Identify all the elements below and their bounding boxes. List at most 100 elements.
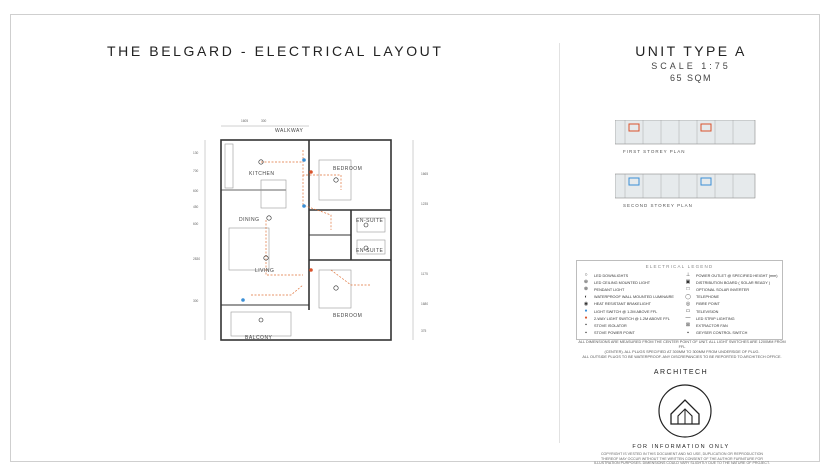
legend-label: PENDANT LIGHT [594,287,625,292]
room-dining: DINING [239,217,260,223]
legend-symbol-icon: □ [686,286,690,293]
shower-2 [356,239,386,255]
legend-item: ◐WATERPROOF WALL MOUNTED LUMINAIRE [579,294,679,301]
second-storey-label: SECOND STOREY PLAN [623,203,693,208]
downlight-icon [258,159,264,165]
notes: ALL DIMENSIONS ARE MEASURED FROM THE CEN… [576,340,788,360]
page-title: THE BELGARD - ELECTRICAL LAYOUT [107,43,444,59]
dim-left: 700 [193,169,199,173]
legend-symbol-icon: ▪ [585,322,587,329]
legend-label: LED DOWNLIGHTS [594,273,629,278]
bed-2 [318,269,352,309]
legend-label: HEAT RESISTANT BRAKELIGHT [594,302,651,307]
architech-logo-icon [658,384,712,438]
wall-luminaire-icon [258,317,264,323]
dim-left: 130 [193,151,199,155]
dining-table [260,179,287,209]
two-way-switch-icon [309,170,313,174]
downlight-icon [363,245,369,251]
circuit-line [251,284,304,296]
room-balcony: BALCONY [245,335,273,341]
ceiling-light-icon [333,285,339,291]
dim-left: 450 [193,205,199,209]
sofa [228,227,270,271]
dim-top: 1605 [241,119,248,123]
legend-item: ◯ TELEPHONE [681,294,781,301]
legend-symbol-icon: ▪ [585,329,587,336]
legend-symbol-icon: ⊠ [685,322,691,329]
note-line: (CENTER). ALL PLUGS SPECIFIED AT 300MM T… [604,350,760,354]
legend-label: LED CEILING MOUNTED LIGHT [594,280,651,285]
legend-symbol-icon: ◎ [685,300,691,307]
highlight-unit [628,123,640,132]
legend-label: TELEPHONE [696,295,719,300]
legend-item: ⊠EXTRACTOR FAN [681,322,781,329]
legend-symbol-icon: ⊕ [583,279,589,286]
legend-symbol-icon: — [685,315,691,322]
legend-item: ▪GEYSER CONTROL SWITCH [681,330,781,337]
legend-label: STOVE ISOLATOR [594,323,627,328]
legend-item: ◎ FIBRE POINT [681,301,781,308]
legend-symbol-icon: ◐ [584,293,588,300]
legend-symbol-icon: ▪ [687,329,689,336]
dim-left: 2830 [193,257,200,261]
balcony-furniture [230,311,292,337]
legend-symbol-icon: ◯ [685,293,691,300]
highlight-unit [700,123,712,132]
legend-symbol-icon: ⊥ [685,272,691,279]
legend-item: ⊥ POWER OUTLET @ SPECIFIED HEIGHT (mm) [681,272,781,279]
dim-left: 600 [193,222,199,226]
legend-symbol-icon: ● [584,315,588,322]
circuit-line [302,150,342,190]
scale-label: SCALE 1:75 [651,61,731,71]
legend-label: STOVE POWER POINT [594,331,635,336]
downlight-icon [266,215,272,221]
legend-column-left: ○LED DOWNLIGHTS⊕LED CEILING MOUNTED LIGH… [579,272,679,337]
legend-item: □ OPTIONAL SOLAR INVERTER [681,286,781,293]
legend-label: POWER OUTLET @ SPECIFIED HEIGHT (mm) [696,273,778,278]
legend-item: ●LIGHT SWITCH @ 1.2M ABOVE FFL [579,308,679,315]
note-line: ALL DIMENSIONS ARE MEASURED FROM THE CEN… [578,340,786,349]
bed-1 [318,159,352,201]
drawing-sheet: THE BELGARD - ELECTRICAL LAYOUT UNIT TYP… [10,14,820,465]
brand-name: ARCHITECH [653,369,709,376]
legend-label: TELEVISION [696,309,719,314]
first-storey-label: FIRST STOREY PLAN [623,149,686,154]
legend-label: FIBRE POINT [696,302,720,307]
circuit-line [330,269,371,286]
legend-title: ELECTRICAL LEGEND [645,264,714,269]
room-ensuite-2: EN-SUITE [356,248,384,254]
room-bedroom-1: BEDROOM [333,166,362,172]
legend-item: ▪ STOVE ISOLATOR [579,322,679,329]
dim-right: 375 [421,329,427,333]
legend-item: ◉ HEAT RESISTANT BRAKELIGHT [579,301,679,308]
dim-top: 300 [261,119,267,123]
legend-label: 2-WAY LIGHT SWITCH @ 1.2M ABOVE FFL [594,316,670,321]
light-switch-icon [302,158,306,162]
legend-label: OPTIONAL SOLAR INVERTER [696,287,750,292]
room-kitchen: KITCHEN [249,171,274,177]
area-label: 65 SQM [669,73,712,83]
legend-symbol-icon: ◉ [583,300,589,307]
highlight-unit [700,177,712,186]
circuit-line [302,175,332,230]
legend-item: ⊕ LED CEILING MOUNTED LIGHT [579,279,679,286]
legend-label: LIGHT SWITCH @ 1.2M ABOVE FFL [594,309,658,314]
legend-label: LED STRIP LIGHTING [696,316,735,321]
key-plan [615,120,756,199]
legend-symbol-icon: ▣ [685,279,691,286]
pendant-light-icon [263,255,269,261]
dim-right: 1665 [421,172,428,176]
dim-right: 1235 [421,202,428,206]
legend-symbol-icon: ▭ [685,308,691,315]
electrical-legend: ELECTRICAL LEGEND ○LED DOWNLIGHTS⊕LED CE… [576,260,783,340]
legend-label: DISTRIBUTION BOARD ( SOLAR READY ) [696,280,770,285]
unit-title: UNIT TYPE A [635,43,747,59]
shower-1 [356,217,386,233]
note-line: ALL OUTSIDE PLUGS TO BE WATERPROOF. ANY … [582,355,782,359]
legend-symbol-icon: ⊗ [583,286,589,293]
dim-right: 1175 [421,272,428,276]
room-living: LIVING [255,268,274,274]
circuit-line [265,220,303,276]
room-walkway: WALKWAY [275,128,303,134]
